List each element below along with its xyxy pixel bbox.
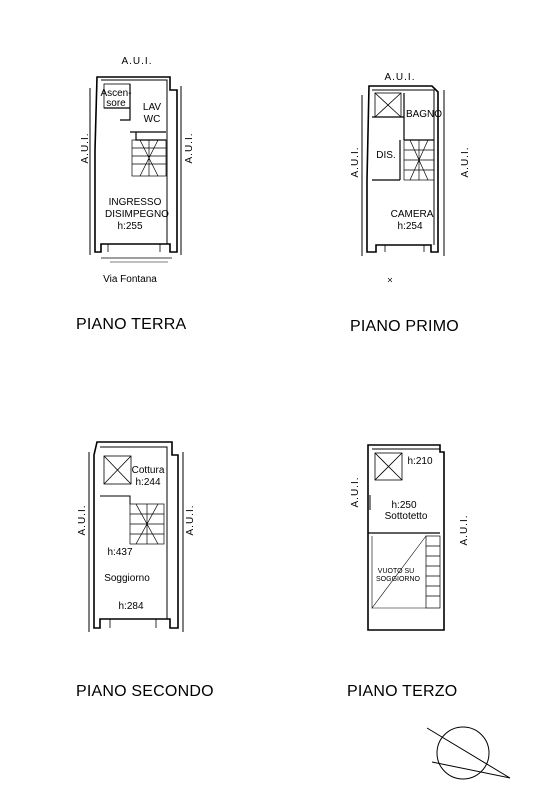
window: [109, 619, 157, 628]
staircase: [425, 535, 441, 609]
room-label-lav: LAV: [143, 102, 161, 113]
plan-piano-primo: A.U.I. BAGNO DIS. CAMERA h:254 A.U.I. A.…: [350, 72, 471, 283]
room-height-label: h:254: [397, 221, 422, 232]
skylight: [103, 455, 132, 485]
room-height-437: h:437: [107, 547, 132, 558]
plan-piano-terra: A.U.I. Ascen- sore LAV WC INGRESSO DISIM…: [80, 56, 195, 285]
aui-right-label: A.U.I.: [460, 146, 471, 177]
skylight: [374, 452, 403, 481]
plan-title-piano-terzo: PIANO TERZO: [347, 683, 458, 700]
room-height-210: h:210: [407, 456, 432, 467]
room-label-bagno: BAGNO: [406, 109, 442, 120]
partition-walls: [100, 495, 131, 504]
room-label-disimpegno: DISIMPEGNO: [105, 209, 169, 220]
void-label-1: VUOTO SU: [378, 568, 414, 575]
aui-left-label: A.U.I.: [350, 146, 361, 177]
exterior-wall: [94, 76, 178, 253]
aui-right-label: A.U.I.: [459, 514, 470, 545]
aui-top-label: A.U.I.: [384, 72, 415, 83]
room-height-cottura: h:244: [135, 477, 160, 488]
entrance-door: [101, 244, 172, 259]
plan-piano-terzo: h:210 h:250 Sottotetto VUOTO SU SOGGIORN…: [350, 444, 470, 631]
partition-walls: [372, 93, 434, 181]
room-label-camera: CAMERA: [391, 209, 434, 220]
room-label-ascensore-1: Ascen-: [100, 88, 131, 99]
exterior-wall: [366, 85, 439, 253]
elevator-shaft: [374, 92, 402, 118]
staircase: [129, 503, 165, 545]
window: [384, 245, 425, 252]
interior-wall: [101, 79, 168, 244]
void-over-living: [371, 535, 427, 609]
compass-north-arrow-icon: [426, 726, 511, 780]
staircase: [131, 139, 167, 177]
aui-right-label: A.U.I.: [184, 132, 195, 163]
plan-title-piano-secondo: PIANO SECONDO: [76, 683, 214, 700]
room-height-250: h:250: [391, 500, 416, 511]
room-label-soggiorno: Soggiorno: [104, 573, 150, 584]
room-label-sottotetto: Sottotetto: [385, 511, 428, 522]
elevator-shaft: [103, 83, 131, 109]
aui-top-label: A.U.I.: [121, 56, 152, 67]
room-label-ingresso: INGRESSO: [109, 197, 162, 208]
interior-wall: [372, 89, 435, 245]
room-label-ascensore-2: sore: [106, 98, 126, 109]
aui-left-label: A.U.I.: [350, 476, 361, 507]
aui-left-label: A.U.I.: [77, 504, 88, 535]
void-label-2: SOGGIORNO: [376, 576, 421, 583]
aui-right-label: A.U.I.: [185, 504, 196, 535]
plan-title-piano-terra: PIANO TERRA: [76, 316, 187, 333]
room-height-284: h:284: [118, 601, 143, 612]
exterior-wall: [93, 441, 179, 629]
room-label-dis: DIS.: [376, 150, 395, 161]
staircase: [403, 139, 435, 181]
plan-piano-secondo: Cottura h:244 h:437 Soggiorno h:284 A.U.…: [77, 441, 196, 632]
interior-wall: [100, 446, 168, 619]
room-label-cottura: Cottura: [132, 465, 165, 476]
exterior-wall: [367, 444, 445, 631]
room-height-label: h:255: [117, 221, 142, 232]
survey-marker: [387, 277, 393, 283]
aui-left-label: A.U.I.: [80, 132, 91, 163]
plan-title-piano-primo: PIANO PRIMO: [350, 318, 459, 335]
street-label: Via Fontana: [103, 274, 157, 285]
room-label-wc: WC: [144, 114, 161, 125]
